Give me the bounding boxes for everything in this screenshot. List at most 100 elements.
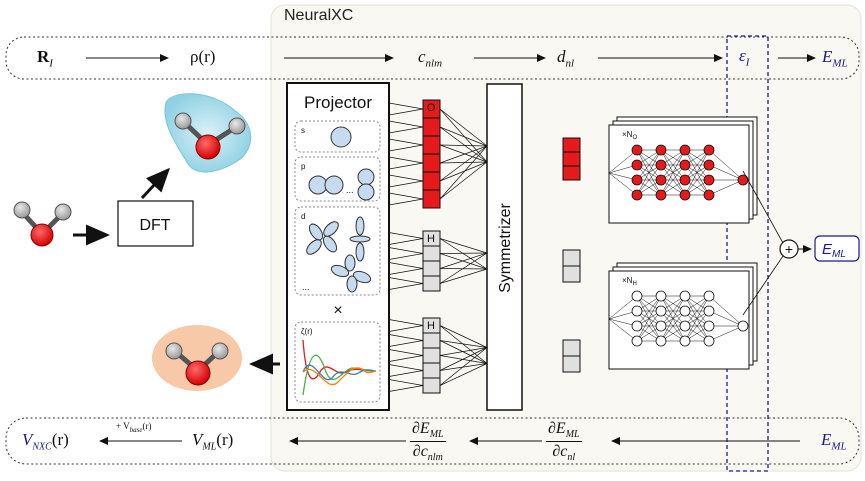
net-h-label: ×NH	[622, 276, 637, 287]
net-node	[631, 174, 643, 186]
sym-line	[439, 347, 488, 356]
net-edge	[684, 295, 710, 342]
net-edge	[608, 295, 638, 320]
net-node	[703, 144, 715, 156]
d-orbital-icon	[306, 216, 372, 293]
net-edge	[708, 325, 744, 342]
net-edge	[660, 149, 686, 181]
net-node	[703, 320, 715, 332]
net-edge	[660, 295, 686, 342]
dnl-cell-h2	[562, 339, 581, 357]
net-edge	[608, 172, 638, 196]
water-potential-molecule	[152, 325, 242, 391]
net-edge	[708, 310, 744, 327]
net-node	[679, 174, 691, 186]
proj-line	[388, 370, 424, 377]
dnl-cell-h1	[562, 265, 581, 283]
sym-line	[439, 347, 488, 371]
radial-basis-curves	[302, 339, 377, 396]
fraction-dE-dc-nlm: ∂EML ∂cnlm	[410, 420, 446, 464]
proj-line	[388, 349, 424, 356]
cnlm-column-o	[422, 99, 441, 209]
neuralxc-title: NeuralXC	[284, 7, 354, 24]
proj-line	[388, 138, 424, 146]
sym-line	[439, 363, 488, 386]
symmetrizer-label: Symmetrizer	[497, 202, 514, 292]
radial-label: ζ(r)	[301, 327, 313, 336]
eml-output-box	[814, 235, 860, 262]
proj-line	[388, 340, 424, 347]
sym-line	[439, 252, 488, 284]
net-node	[703, 174, 715, 186]
arrow-dft-blob	[140, 167, 171, 200]
net-edge	[636, 295, 662, 342]
radial-box	[294, 321, 381, 403]
net-node	[655, 305, 667, 317]
net-node	[655, 174, 667, 186]
orbital-d-label: d	[301, 212, 305, 221]
proj-line	[388, 253, 424, 260]
sym-line	[439, 161, 488, 164]
sum-symbol: +	[785, 241, 793, 257]
dnl-cell-h2	[562, 355, 581, 373]
s-orbital-icon	[330, 126, 352, 148]
proj-line	[388, 156, 424, 164]
proj-line	[388, 174, 424, 182]
proj-line	[388, 162, 424, 170]
net-edge	[660, 295, 686, 327]
net-edge	[608, 149, 638, 174]
proj-line	[388, 126, 424, 134]
net-node	[703, 159, 715, 171]
cnlm-cell-h1	[422, 275, 441, 292]
cnlm-cell-o	[422, 171, 441, 191]
label-r-i: RI	[37, 47, 53, 70]
net-edge	[636, 295, 662, 327]
sym-line	[439, 145, 488, 164]
orbital-s-label: s	[301, 126, 305, 135]
sym-line	[439, 347, 488, 386]
cnlm-cell-h2	[422, 347, 441, 364]
proj-line	[388, 232, 424, 239]
sym-line	[439, 145, 488, 182]
net-node	[655, 189, 667, 201]
sym-line	[439, 252, 488, 254]
cnlm-cell-o	[422, 189, 441, 209]
cnlm-cell-o	[422, 117, 441, 137]
sym-line	[439, 161, 488, 200]
net-edge	[660, 149, 686, 196]
label-v-base: + Vbase(r)	[116, 421, 152, 434]
sym-line	[439, 340, 488, 364]
net-node	[631, 335, 643, 347]
d-ellipsis: ...	[302, 282, 310, 292]
label-eps-i: εI	[739, 46, 750, 69]
proj-line	[388, 319, 424, 326]
sym-line	[439, 325, 488, 364]
net-node	[631, 290, 643, 302]
proj-line	[388, 268, 424, 275]
proj-line	[388, 247, 424, 254]
net-node	[679, 335, 691, 347]
net-node	[631, 159, 643, 171]
dnl-cell-h1	[562, 249, 581, 267]
net-edge	[708, 179, 744, 196]
sym-line	[439, 268, 488, 270]
net-edge	[636, 164, 662, 196]
net-node	[679, 320, 691, 332]
p-ellipsis: ...	[346, 185, 354, 195]
projector-title: Projector	[304, 93, 372, 112]
sym-line	[439, 144, 488, 163]
sym-line	[439, 340, 488, 348]
net-node	[703, 290, 715, 302]
orbital-p-label: p	[301, 162, 306, 171]
water-density-molecule	[164, 93, 252, 173]
sym-line	[439, 108, 488, 147]
net-node	[679, 290, 691, 302]
net-h-to-sum	[742, 255, 784, 316]
net-edge	[608, 318, 638, 342]
element-o-label: O	[427, 102, 436, 114]
net-node	[679, 305, 691, 317]
sym-line	[439, 268, 488, 284]
net-edge	[684, 164, 710, 196]
sym-line	[439, 325, 488, 348]
